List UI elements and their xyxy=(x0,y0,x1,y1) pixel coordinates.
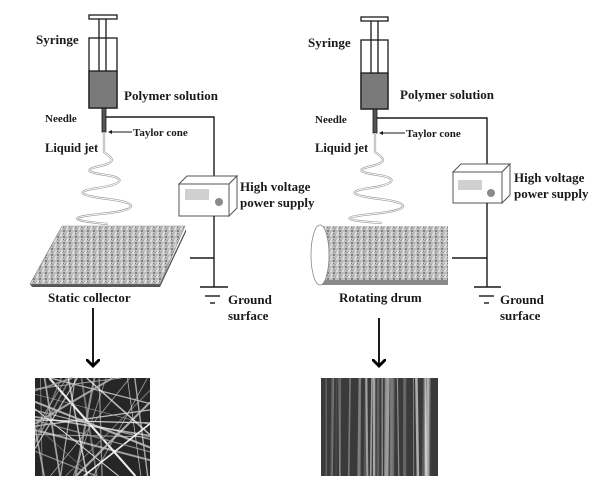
fiber-strand xyxy=(75,401,151,477)
syringe-icon xyxy=(88,14,118,133)
fiber-strand xyxy=(83,423,151,477)
ground-label-line1: Ground xyxy=(500,292,545,307)
knob-icon xyxy=(215,198,223,206)
fiber-strand xyxy=(365,377,369,477)
taylor-cone-arrowhead xyxy=(108,130,112,134)
fiber-strand xyxy=(34,377,62,442)
taylor-cone-label: Taylor cone xyxy=(133,127,188,139)
taylor-cone-arrowhead xyxy=(379,131,383,135)
fiber-strand xyxy=(424,377,428,477)
polymer-solution-fill xyxy=(88,70,118,109)
needle-label: Needle xyxy=(315,114,347,126)
fiber-strand xyxy=(127,377,142,477)
fiber-strand xyxy=(347,377,351,477)
random-fiber-image xyxy=(34,377,151,477)
static-collector-icon xyxy=(29,225,186,287)
power-supply-label-line1: High voltage xyxy=(514,170,585,185)
ground-label-line2: surface xyxy=(500,308,541,323)
static-setup: Syringe Polymer solution Needle Taylor c… xyxy=(29,14,315,477)
fiber-strand xyxy=(67,377,88,477)
fiber-strand xyxy=(34,419,151,453)
ground-label-line2: surface xyxy=(228,308,269,323)
polymer-solution-label: Polymer solution xyxy=(400,87,495,102)
polymer-solution-label: Polymer solution xyxy=(124,88,219,103)
fiber-strand xyxy=(50,377,131,477)
fiber-strand xyxy=(43,377,61,477)
liquid-jet-label: Liquid jet xyxy=(45,141,99,155)
fiber-strand xyxy=(34,377,114,425)
needle-icon xyxy=(372,108,378,134)
fiber-strand xyxy=(34,377,122,390)
fiber-strand xyxy=(34,427,46,477)
liquid-jet-spiral-core xyxy=(76,132,132,225)
static-collector-label: Static collector xyxy=(48,290,131,305)
rotating-drum-label: Rotating drum xyxy=(339,290,422,305)
fiber-strand xyxy=(384,377,388,477)
rotating-drum-icon xyxy=(310,224,448,286)
syringe-label: Syringe xyxy=(36,32,79,47)
wire xyxy=(377,117,488,164)
fiber-strand xyxy=(415,377,420,477)
fiber-strand xyxy=(357,377,361,477)
wire xyxy=(106,116,215,176)
fiber-strand xyxy=(60,377,76,477)
fiber-strand xyxy=(396,377,400,477)
display-panel xyxy=(458,180,482,190)
syringe-icon xyxy=(360,16,389,134)
power-supply-label-line2: power supply xyxy=(514,186,589,201)
fiber-strand xyxy=(34,409,151,427)
ground-icon xyxy=(200,286,228,304)
power-supply-icon xyxy=(451,162,512,205)
liquid-jet-label: Liquid jet xyxy=(315,141,369,155)
aligned-fiber-image xyxy=(321,377,438,477)
fiber-strand xyxy=(34,415,151,437)
fiber-strand xyxy=(385,377,390,477)
fiber-strand xyxy=(330,377,333,477)
needle-icon xyxy=(101,107,107,133)
polymer-solution-fill xyxy=(360,72,389,110)
rotating-setup: Syringe Polymer solution Needle Taylor c… xyxy=(308,16,589,477)
syringe-label: Syringe xyxy=(308,35,351,50)
power-supply-icon xyxy=(177,174,239,218)
power-supply-label-line1: High voltage xyxy=(240,179,311,194)
fiber-strand xyxy=(330,377,335,477)
fiber-strand xyxy=(93,377,148,477)
fiber-strand xyxy=(34,425,93,477)
fiber-strand xyxy=(335,377,338,477)
fiber-strand xyxy=(421,377,426,477)
fiber-strand xyxy=(338,377,340,477)
ground-icon xyxy=(474,286,501,304)
power-supply-label-line2: power supply xyxy=(240,195,315,210)
ground-label-line1: Ground xyxy=(228,292,273,307)
fiber-strand xyxy=(34,429,151,462)
fiber-strand xyxy=(65,389,151,477)
fiber-strand xyxy=(34,393,151,426)
display-panel xyxy=(185,189,209,200)
liquid-jet-spiral-core xyxy=(348,133,404,224)
knob-icon xyxy=(487,189,495,197)
fiber-strand xyxy=(34,400,151,449)
taylor-cone-label: Taylor cone xyxy=(406,128,461,140)
needle-label: Needle xyxy=(45,113,77,125)
fiber-strand xyxy=(369,377,373,477)
fiber-strand xyxy=(428,377,431,477)
